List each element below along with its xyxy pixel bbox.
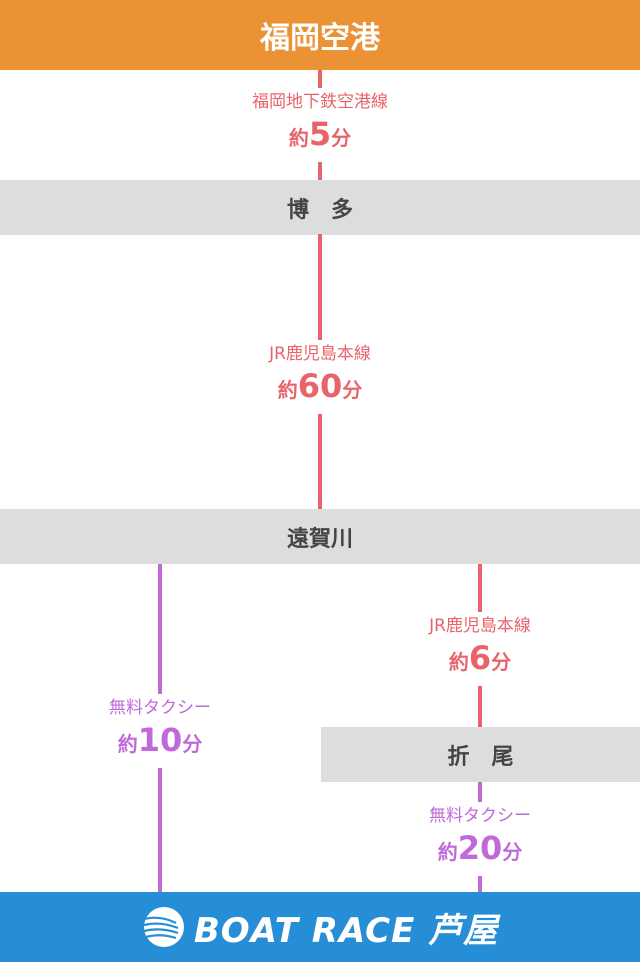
destination-footer: BOAT RACE 芦屋	[0, 892, 640, 962]
station-hakata: 博 多	[0, 180, 640, 235]
approx: 約	[437, 840, 458, 864]
leg-label-subway: 福岡地下鉄空港線 約5分	[246, 88, 394, 162]
unit: 分	[182, 732, 203, 756]
minutes: 20	[457, 829, 503, 867]
approx: 約	[448, 650, 469, 674]
approx: 約	[277, 378, 298, 402]
unit: 分	[342, 378, 363, 402]
leg-label-taxi-direct: 無料タクシー 約10分	[103, 694, 217, 768]
unit: 分	[491, 650, 512, 674]
approx: 約	[288, 126, 309, 150]
unit: 分	[331, 126, 352, 150]
approx: 約	[117, 732, 138, 756]
minutes: 6	[468, 639, 492, 677]
leg-label-taxi-orio: 無料タクシー 約20分	[423, 802, 537, 876]
line-name: JR鹿児島本線	[429, 616, 531, 636]
line-name: 福岡地下鉄空港線	[252, 92, 388, 112]
boat-race-logo-icon	[143, 907, 184, 947]
station-orio: 折 尾	[321, 727, 640, 782]
minutes: 5	[308, 115, 332, 153]
station-onga: 遠賀川	[0, 509, 640, 564]
unit: 分	[502, 840, 523, 864]
origin-header: 福岡空港	[0, 0, 640, 70]
destination-logo-text: BOAT RACE 芦屋	[193, 910, 499, 951]
leg-label-jr-orio: JR鹿児島本線 約6分	[423, 612, 537, 686]
line-name: 無料タクシー	[429, 806, 531, 826]
line-name: 無料タクシー	[109, 698, 211, 718]
line-name: JR鹿児島本線	[269, 344, 371, 364]
minutes: 10	[137, 721, 183, 759]
leg-label-jr: JR鹿児島本線 約60分	[263, 340, 377, 414]
minutes: 60	[297, 367, 343, 405]
